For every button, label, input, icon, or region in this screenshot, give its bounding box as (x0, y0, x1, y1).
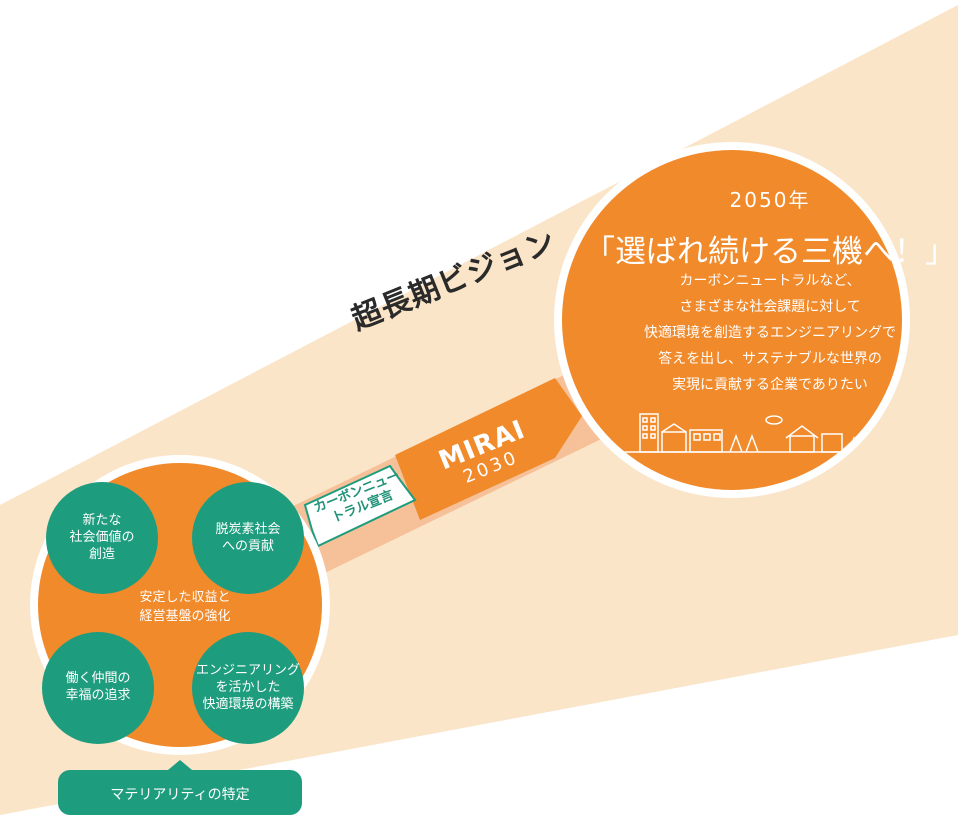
node-line: 幸福の追求 (65, 688, 131, 703)
carbon-neutral-sign (303, 464, 417, 548)
goal-line: 答えを出し、サステナブルな世界の (658, 351, 882, 367)
goal-title: 「選ばれ続ける三機へ！」 (584, 234, 956, 270)
node-engineering-environment (192, 632, 304, 744)
node-label-decarbonization: 脱炭素社会 への貢献 (198, 521, 298, 555)
goal-circle (562, 150, 902, 490)
node-line: を活かした (215, 680, 281, 695)
goal-line: 快適環境を創造するエンジニアリングで (644, 325, 896, 341)
node-line: エンジニアリング (195, 663, 300, 678)
center-line: 経営基盤の強化 (139, 609, 231, 624)
node-label-engineering-environment: エンジニアリング を活かした 快適環境の構築 (193, 662, 303, 713)
node-line: への貢献 (221, 539, 274, 554)
node-line: 社会価値の (69, 530, 135, 545)
node-line: 脱炭素社会 (215, 522, 281, 537)
materiality-footer-label: マテリアリティの特定 (110, 787, 250, 803)
node-line: 新たな (82, 513, 122, 528)
center-line: 安定した収益と (139, 590, 231, 605)
materiality-center-label: 安定した収益と 経営基盤の強化 (110, 588, 260, 626)
node-label-new-social-value: 新たな 社会価値の 創造 (52, 512, 152, 563)
footer-pointer (168, 760, 192, 770)
node-wellbeing (42, 632, 154, 744)
mirai-arrow (395, 378, 582, 520)
goal-description: カーボンニュートラルなど、 さまざまな社会課題に対して 快適環境を創造するエンジ… (610, 268, 930, 398)
node-decarbonization (192, 482, 304, 594)
node-line: 快適環境の構築 (202, 697, 294, 712)
goal-line: さまざまな社会課題に対して (679, 299, 861, 315)
node-line: 働く仲間の (65, 671, 131, 686)
goal-year: 2050年 (729, 188, 811, 212)
goal-line: カーボンニュートラルなど、 (679, 273, 861, 289)
node-new-social-value (46, 482, 158, 594)
goal-line: 実現に貢献する企業でありたい (672, 377, 868, 393)
node-label-wellbeing: 働く仲間の 幸福の追求 (48, 670, 148, 704)
node-line: 創造 (88, 547, 115, 562)
footer-bar (58, 770, 302, 815)
